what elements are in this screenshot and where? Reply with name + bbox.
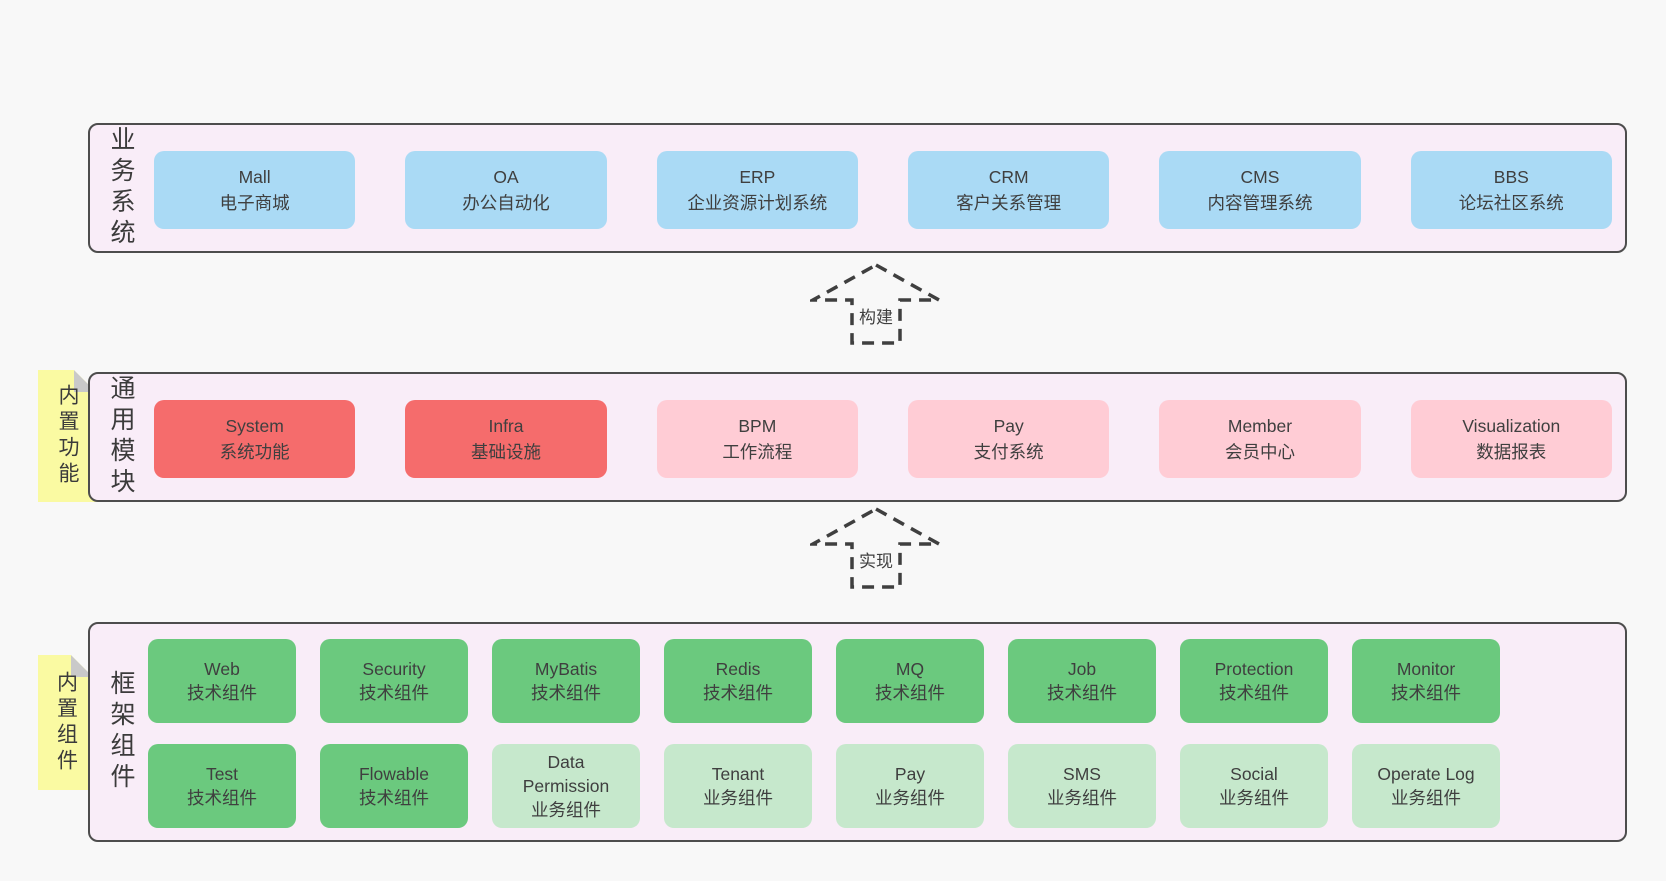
common-modules-layer-label: 通用模块	[107, 375, 135, 499]
box-test: Test 技术组件	[148, 744, 296, 828]
box-data-permission: Data Permission 业务组件	[492, 744, 640, 828]
box-redis: Redis 技术组件	[664, 639, 812, 723]
box-erp: ERP 企业资源计划系统	[656, 151, 858, 229]
box-mq: MQ 技术组件	[836, 639, 984, 723]
box-tenant: Tenant 业务组件	[664, 744, 812, 828]
common-modules-layer: 通用模块 System 系统功能 Infra 基础设施 BPM 工作流程 Pay…	[88, 372, 1627, 502]
box-mybatis: MyBatis 技术组件	[492, 639, 640, 723]
box-sms: SMS 业务组件	[1008, 744, 1156, 828]
implement-arrow: 实现	[806, 506, 946, 590]
business-systems-box-row: Mall 电子商城 OA 办公自动化 ERP 企业资源计划系统 CRM 客户关系…	[154, 151, 1612, 229]
box-security: Security 技术组件	[320, 639, 468, 723]
framework-components-layer: 框架组件 Web 技术组件 Security 技术组件 MyBatis 技术组件…	[88, 622, 1627, 842]
build-arrow: 构建	[806, 262, 946, 346]
framework-components-grid: Web 技术组件 Security 技术组件 MyBatis 技术组件 Redi…	[148, 639, 1500, 828]
box-crm: CRM 客户关系管理	[907, 151, 1110, 229]
box-bpm: BPM 工作流程	[656, 400, 858, 478]
box-system: System 系统功能	[154, 400, 356, 478]
built-in-functions-sticky-note: 内置功能	[38, 370, 96, 502]
box-oa: OA 办公自动化	[405, 151, 607, 229]
build-arrow-label: 构建	[854, 302, 898, 329]
box-cms: CMS 内容管理系统	[1159, 151, 1361, 229]
box-pay-module: Pay 支付系统	[907, 400, 1110, 478]
business-systems-layer-label: 业务系统	[107, 126, 135, 250]
built-in-components-sticky-note: 内置组件	[38, 655, 93, 790]
implement-arrow-label: 实现	[854, 546, 898, 573]
business-systems-layer: 业务系统 Mall 电子商城 OA 办公自动化 ERP 企业资源计划系统 CRM…	[88, 123, 1627, 253]
box-infra: Infra 基础设施	[405, 400, 607, 478]
box-monitor: Monitor 技术组件	[1352, 639, 1500, 723]
box-web: Web 技术组件	[148, 639, 296, 723]
box-visualization: Visualization 数据报表	[1410, 400, 1612, 478]
box-job: Job 技术组件	[1008, 639, 1156, 723]
box-operate-log: Operate Log 业务组件	[1352, 744, 1500, 828]
box-mall: Mall 电子商城	[154, 151, 356, 229]
box-member: Member 会员中心	[1159, 400, 1361, 478]
box-pay-component: Pay 业务组件	[836, 744, 984, 828]
framework-components-layer-label: 框架组件	[107, 670, 135, 794]
box-bbs: BBS 论坛社区系统	[1410, 151, 1612, 229]
box-social: Social 业务组件	[1180, 744, 1328, 828]
common-modules-box-row: System 系统功能 Infra 基础设施 BPM 工作流程 Pay 支付系统…	[154, 400, 1612, 478]
box-flowable: Flowable 技术组件	[320, 744, 468, 828]
box-protection: Protection 技术组件	[1180, 639, 1328, 723]
